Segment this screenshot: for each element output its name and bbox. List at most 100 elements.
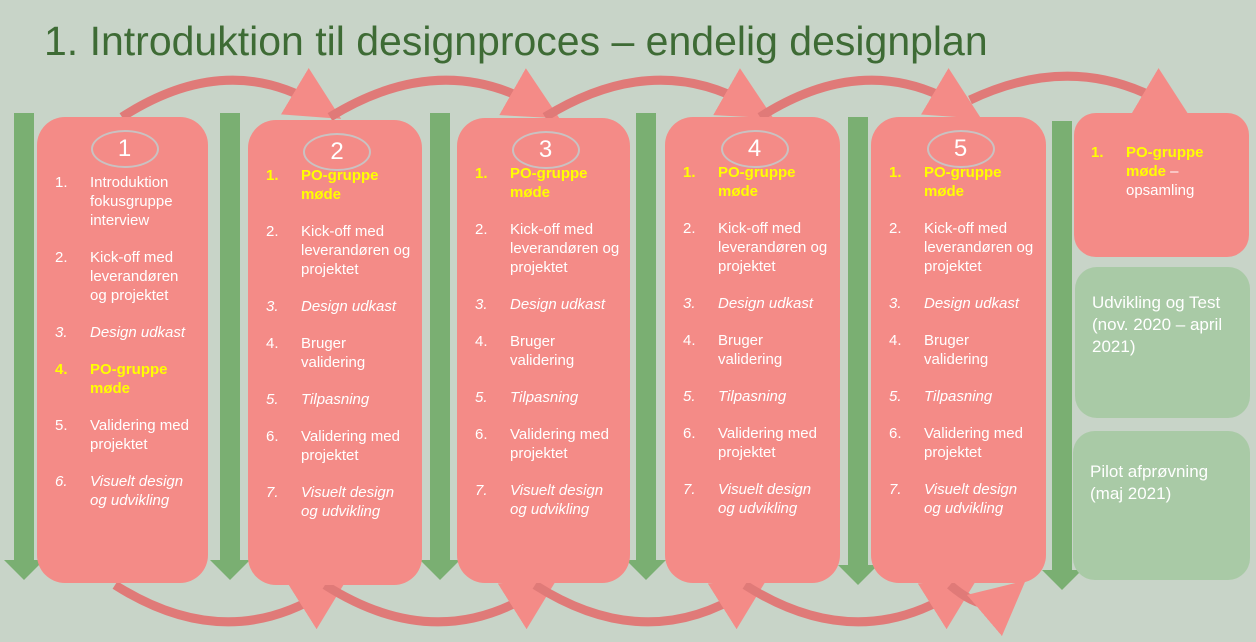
pilot-box: Pilot afprøvning (maj 2021) <box>1073 431 1250 580</box>
development-box: Udvikling og Test (nov. 2020 – april 202… <box>1075 267 1250 418</box>
item-number: 4. <box>683 332 696 349</box>
list-item: 7. Visuelt design og udvikling <box>475 481 624 519</box>
item-number: 2. <box>683 220 696 237</box>
item-text: Introduktion fokusgruppe interview <box>90 174 173 229</box>
item-text: Bruger validering <box>718 332 783 368</box>
item-number: 1. <box>1091 144 1104 161</box>
item-text: Validering med projektet <box>510 426 609 462</box>
item-text: Tilpasning <box>301 391 370 408</box>
item-text: Kick-off med leverandøren og projektet <box>510 221 620 276</box>
timeline-arrow <box>1042 121 1082 590</box>
item-text: Validering med projektet <box>718 425 817 461</box>
item-text: Visuelt design og udvikling <box>510 482 604 518</box>
list-item: 2. Kick-off med leverandøren og projektet <box>475 220 624 277</box>
list-item: 6. Validering med projektet <box>683 424 834 462</box>
list-item: 4.Bruger validering <box>889 331 1040 369</box>
list-item: 3.Design udkast <box>55 323 202 342</box>
item-number: 7. <box>683 481 696 498</box>
list-item: 5.Validering med projektet <box>55 416 202 454</box>
item-number: 3. <box>475 296 488 313</box>
item-number: 6. <box>683 425 696 442</box>
top-cycle-arrow <box>542 68 774 121</box>
list-item: 3. Design udkast <box>475 295 624 314</box>
timeline-arrow <box>4 113 44 580</box>
development-text: Udvikling og Test (nov. 2020 – april 202… <box>1092 293 1223 356</box>
bottom-cycle-arrow <box>112 577 348 630</box>
item-number: 7. <box>889 481 902 498</box>
iteration-number-badge: 1 <box>90 130 159 168</box>
list-item: 6. Validering med projektet <box>475 425 624 463</box>
timeline-arrow <box>838 117 878 585</box>
top-cycle-arrow <box>119 67 342 121</box>
top-cycle-arrow <box>327 68 560 121</box>
item-number: 1. <box>266 167 279 184</box>
item-text: Kick-off med leverandøren og projektet <box>90 249 179 304</box>
item-number: 5. <box>55 417 68 434</box>
item-text: Visuelt design og udvikling <box>90 473 184 509</box>
item-number: 2. <box>889 220 902 237</box>
list-item: 2.Kick-off med leverandøren og projektet <box>55 248 202 305</box>
iteration-number-badge: 4 <box>720 130 789 168</box>
item-number: 5. <box>475 389 488 406</box>
list-item: 2.Kick-off med leverandøren og projektet <box>266 222 416 279</box>
item-text: PO-gruppe møde <box>718 164 796 200</box>
item-text: Kick-off med leverandøren og projektet <box>301 223 411 278</box>
item-text: Kick-off med leverandøren og projektet <box>924 220 1034 275</box>
list-item: 6. Validering med projektet <box>889 424 1040 462</box>
list-item: 5.Tilpasning <box>266 390 416 409</box>
item-number: 3. <box>889 295 902 312</box>
item-number: 5. <box>889 388 902 405</box>
top-cycle-arrow <box>757 68 982 121</box>
item-text: PO-gruppe møde <box>510 165 588 201</box>
list-item: 3. Design udkast <box>889 294 1040 313</box>
item-text: PO-gruppe møde <box>301 167 379 203</box>
item-number: 4. <box>55 361 68 378</box>
item-number: 2. <box>475 221 488 238</box>
list-item: 7.Visuelt design og udvikling <box>266 483 416 521</box>
item-text: Design udkast <box>510 296 606 313</box>
item-text: Bruger validering <box>510 333 575 369</box>
item-text: Visuelt design og udvikling <box>301 484 395 520</box>
item-text: Bruger validering <box>301 335 366 371</box>
list-item: 5. Tilpasning <box>683 387 834 406</box>
item-text: PO-gruppe møde <box>90 361 168 397</box>
list-item: 4. Bruger validering <box>475 332 624 370</box>
item-text: Tilpasning <box>510 389 579 406</box>
iteration-card-2: 2 1. PO-gruppe møde 2.Kick-off med leverand… <box>248 120 422 585</box>
item-number: 5. <box>683 388 696 405</box>
item-text: Kick-off med leverandøren og projektet <box>718 220 828 275</box>
list-item: 7.Visuelt design og udvikling <box>889 480 1040 518</box>
timeline-arrow <box>626 113 666 580</box>
item-text: Design udkast <box>301 298 397 315</box>
item-text: Design udkast <box>924 295 1020 312</box>
iteration-number-badge: 2 <box>303 133 371 171</box>
timeline-arrow <box>210 113 250 580</box>
list-item: 1.PO-gruppe møde <box>683 163 834 201</box>
iteration-card-1: 1 1. Introduktion fokusgruppe interview 2.K… <box>37 117 208 583</box>
list-item: 2. Kick-off med leverandøren og projektet <box>683 219 834 276</box>
item-number: 6. <box>889 425 902 442</box>
timeline-arrow <box>420 113 460 580</box>
item-text: Validering med projektet <box>924 425 1023 461</box>
item-number: 3. <box>266 298 279 315</box>
list-item: 2. Kick-off med leverandøren og projektet <box>889 219 1040 276</box>
item-number: 1. <box>55 174 68 191</box>
list-item: 7.Visuelt design og udvikling <box>683 480 834 518</box>
iteration-number-badge: 5 <box>926 130 995 168</box>
item-number: 4. <box>475 333 488 350</box>
list-item: 6.Visuelt design og udvikling <box>55 472 202 510</box>
list-item: 6.Validering med projektet <box>266 427 416 465</box>
item-number: 6. <box>475 426 488 443</box>
item-number: 3. <box>683 295 696 312</box>
bottom-cycle-arrow <box>947 580 1026 637</box>
item-number: 7. <box>475 482 488 499</box>
item-text: Tilpasning <box>718 388 787 405</box>
bottom-cycle-arrow <box>742 577 978 630</box>
list-item: 1.PO-gruppe møde <box>475 164 624 202</box>
slide-title: 1. Introduktion til designproces – endel… <box>44 18 988 64</box>
item-text: Design udkast <box>718 295 814 312</box>
pilot-text: Pilot afprøvning (maj 2021) <box>1090 462 1209 503</box>
item-text: Tilpasning <box>924 388 993 405</box>
